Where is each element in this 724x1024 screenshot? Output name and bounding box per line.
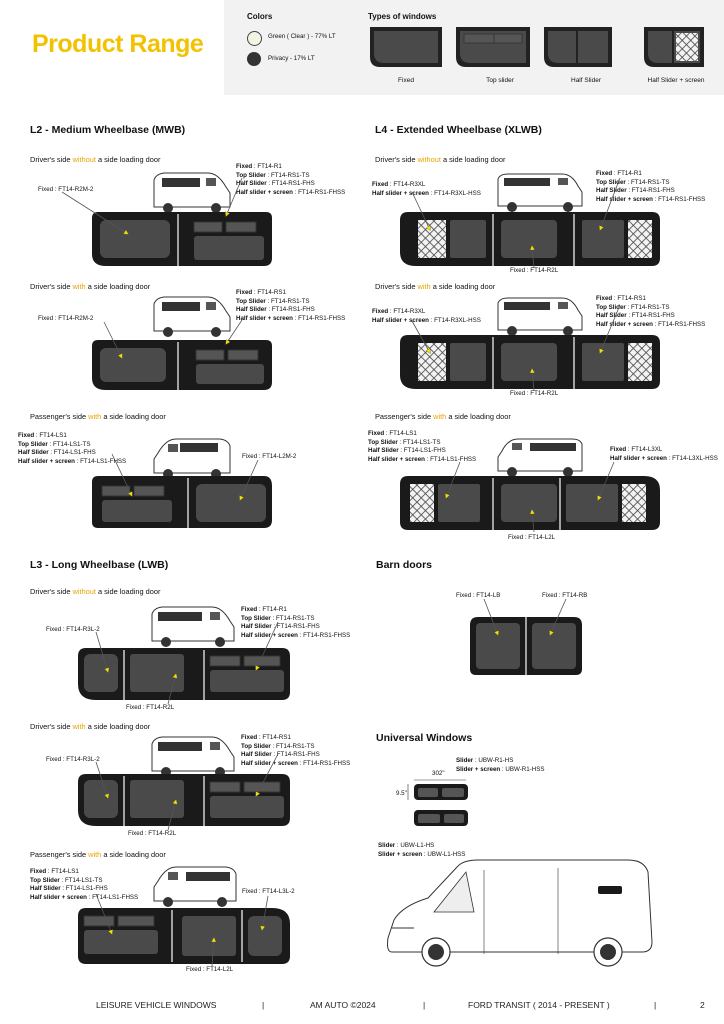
- l3-s3-codes: Fixed : FT14-LS1 Top Slider : FT14-LS1-T…: [30, 868, 139, 901]
- l4-s2-bottom-code: Fixed : FT14-R2L: [510, 390, 559, 397]
- universal-top-codes: Slider : UBW-R1-HS Slider + screen : UBW…: [456, 757, 545, 773]
- l3-s1-windows: [78, 621, 290, 705]
- universal-windows: [407, 779, 468, 826]
- type-top-slider-label: Top slider: [486, 77, 514, 84]
- color-green-label: Green ( Clear ) - 77% LT: [268, 33, 336, 40]
- type-half-slider-window: [544, 27, 612, 67]
- l3-s3-windows: [78, 893, 290, 967]
- l4-s3-right-codes: Fixed : FT14-L3XL Half slider + screen :…: [610, 446, 718, 462]
- type-fixed-window: [370, 27, 442, 67]
- universal-title: Universal Windows: [376, 732, 473, 744]
- l4-s2-codes: Fixed : FT14-RS1 Top Slider : FT14-RS1-T…: [596, 295, 706, 328]
- l2-s2-windows: [92, 319, 272, 390]
- swatch-privacy: [247, 52, 261, 66]
- l2-s2-heading: Driver's side with a side loading door: [30, 282, 151, 291]
- types-heading: Types of windows: [368, 12, 437, 21]
- l4-s3-codes: Fixed : FT14-LS1 Top Slider : FT14-LS1-T…: [368, 430, 477, 463]
- l2-s1-van-icon: [153, 172, 231, 213]
- footer-sep-1: |: [262, 1000, 265, 1010]
- l2-s1-heading: Driver's side without a side loading doo…: [30, 155, 161, 164]
- footer-mid: AM AUTO ©2024: [310, 1000, 376, 1010]
- barn-right-code: Fixed : FT14-RB: [542, 592, 588, 599]
- footer-page-number: 2: [700, 1000, 705, 1010]
- l4-s2-heading: Driver's side with a side loading door: [375, 282, 496, 291]
- universal-height-dim: 9.5": [396, 790, 407, 797]
- l4-s2-windows: [400, 304, 660, 392]
- type-half-slider-screen-window: [644, 27, 704, 67]
- barn-doors-windows: [470, 598, 582, 675]
- l3-s1-bottom-code: Fixed : FT14-R2L: [126, 704, 175, 711]
- l3-s1-left-code: Fixed : FT14-R3L-2: [46, 626, 100, 633]
- l3-s2-codes: Fixed : FT14-RS1 Top Slider : FT14-RS1-T…: [241, 734, 351, 767]
- l4-s1-van-icon: [497, 173, 583, 212]
- l4-s1-codes: Fixed : FT14-R1 Top Slider : FT14-RS1-TS…: [596, 170, 706, 203]
- window-type-swatches: [370, 27, 704, 67]
- l2-s1-left-code: Fixed : FT14-R2M-2: [38, 186, 94, 193]
- barn-left-code: Fixed : FT14-LB: [456, 592, 501, 599]
- l4-s3-van-icon: [497, 438, 583, 477]
- l2-s3-right-code: Fixed : FT14-L2M-2: [242, 453, 297, 460]
- l2-title: L2 - Medium Wheelbase (MWB): [30, 124, 186, 136]
- footer-right: FORD TRANSIT ( 2014 - PRESENT ): [468, 1000, 610, 1010]
- l3-s2-left-code: Fixed : FT14-R3L-2: [46, 756, 100, 763]
- l4-s3-heading: Passenger's side with a side loading doo…: [375, 412, 511, 421]
- l4-s2-van-icon: [497, 297, 583, 336]
- l4-s3-windows: [400, 461, 660, 533]
- l2-s3-codes: Fixed : FT14-LS1 Top Slider : FT14-LS1-T…: [18, 432, 127, 465]
- l4-s2-left-codes: Fixed : FT14-R3XL Half slider + screen :…: [372, 308, 481, 324]
- l4-title: L4 - Extended Wheelbase (XLWB): [375, 124, 542, 136]
- l2-s1-codes: Fixed : FT14-R1 Top Slider : FT14-RS1-TS…: [236, 163, 346, 196]
- type-top-slider-window: [456, 27, 530, 67]
- l3-s1-van-icon: [151, 606, 235, 647]
- type-fixed-label: Fixed: [398, 77, 414, 84]
- type-half-slider-label: Half Slider: [571, 77, 601, 84]
- l4-s3-bottom-code: Fixed : FT14-L2L: [508, 534, 556, 541]
- l2-s3-windows: [92, 453, 272, 528]
- l2-s2-van-icon: [153, 296, 231, 337]
- l4-s1-heading: Driver's side without a side loading doo…: [375, 155, 506, 164]
- l3-s3-bottom-code: Fixed : FT14-L2L: [186, 966, 234, 973]
- universal-bottom-codes: Slider : UBW-L1-HS Slider + screen : UBW…: [378, 842, 466, 858]
- l3-s3-heading: Passenger's side with a side loading doo…: [30, 850, 166, 859]
- type-half-slider-screen-label: Half Slider + screen: [647, 77, 705, 84]
- l3-s3-van-icon: [153, 866, 237, 907]
- footer-sep-3: |: [654, 1000, 657, 1010]
- l4-s1-bottom-code: Fixed : FT14-R2L: [510, 267, 559, 274]
- l2-s3-van-icon: [153, 438, 231, 479]
- l2-s2-codes: Fixed : FT14-RS1 Top Slider : FT14-RS1-T…: [236, 289, 346, 322]
- l2-s1-windows: [61, 177, 272, 266]
- l3-s3-right-code: Fixed : FT14-L3L-2: [242, 888, 295, 895]
- l2-s2-left-code: Fixed : FT14-R2M-2: [38, 315, 94, 322]
- l4-s1-windows: [400, 177, 660, 269]
- universal-van-drawing: [387, 859, 653, 967]
- swatch-green: [247, 31, 262, 46]
- universal-width-dim: 302": [432, 770, 445, 777]
- l3-s1-codes: Fixed : FT14-R1 Top Slider : FT14-RS1-TS…: [241, 606, 351, 639]
- footer-left: LEISURE VEHICLE WINDOWS: [96, 1000, 217, 1010]
- footer-sep-2: |: [423, 1000, 426, 1010]
- l2-s3-heading: Passenger's side with a side loading doo…: [30, 412, 166, 421]
- colors-heading: Colors: [247, 12, 273, 21]
- l3-s2-bottom-code: Fixed : FT14-R2L: [128, 830, 177, 837]
- l4-s1-left-codes: Fixed : FT14-R3XL Half slider + screen :…: [372, 181, 481, 197]
- l3-s2-heading: Driver's side with a side loading door: [30, 722, 151, 731]
- l3-title: L3 - Long Wheelbase (LWB): [30, 559, 169, 571]
- l3-s1-heading: Driver's side without a side loading doo…: [30, 587, 161, 596]
- l3-s2-windows: [78, 753, 290, 831]
- barn-title: Barn doors: [376, 559, 433, 571]
- page-title: Product Range: [32, 30, 204, 58]
- color-privacy-label: Privacy - 17% LT: [268, 55, 315, 62]
